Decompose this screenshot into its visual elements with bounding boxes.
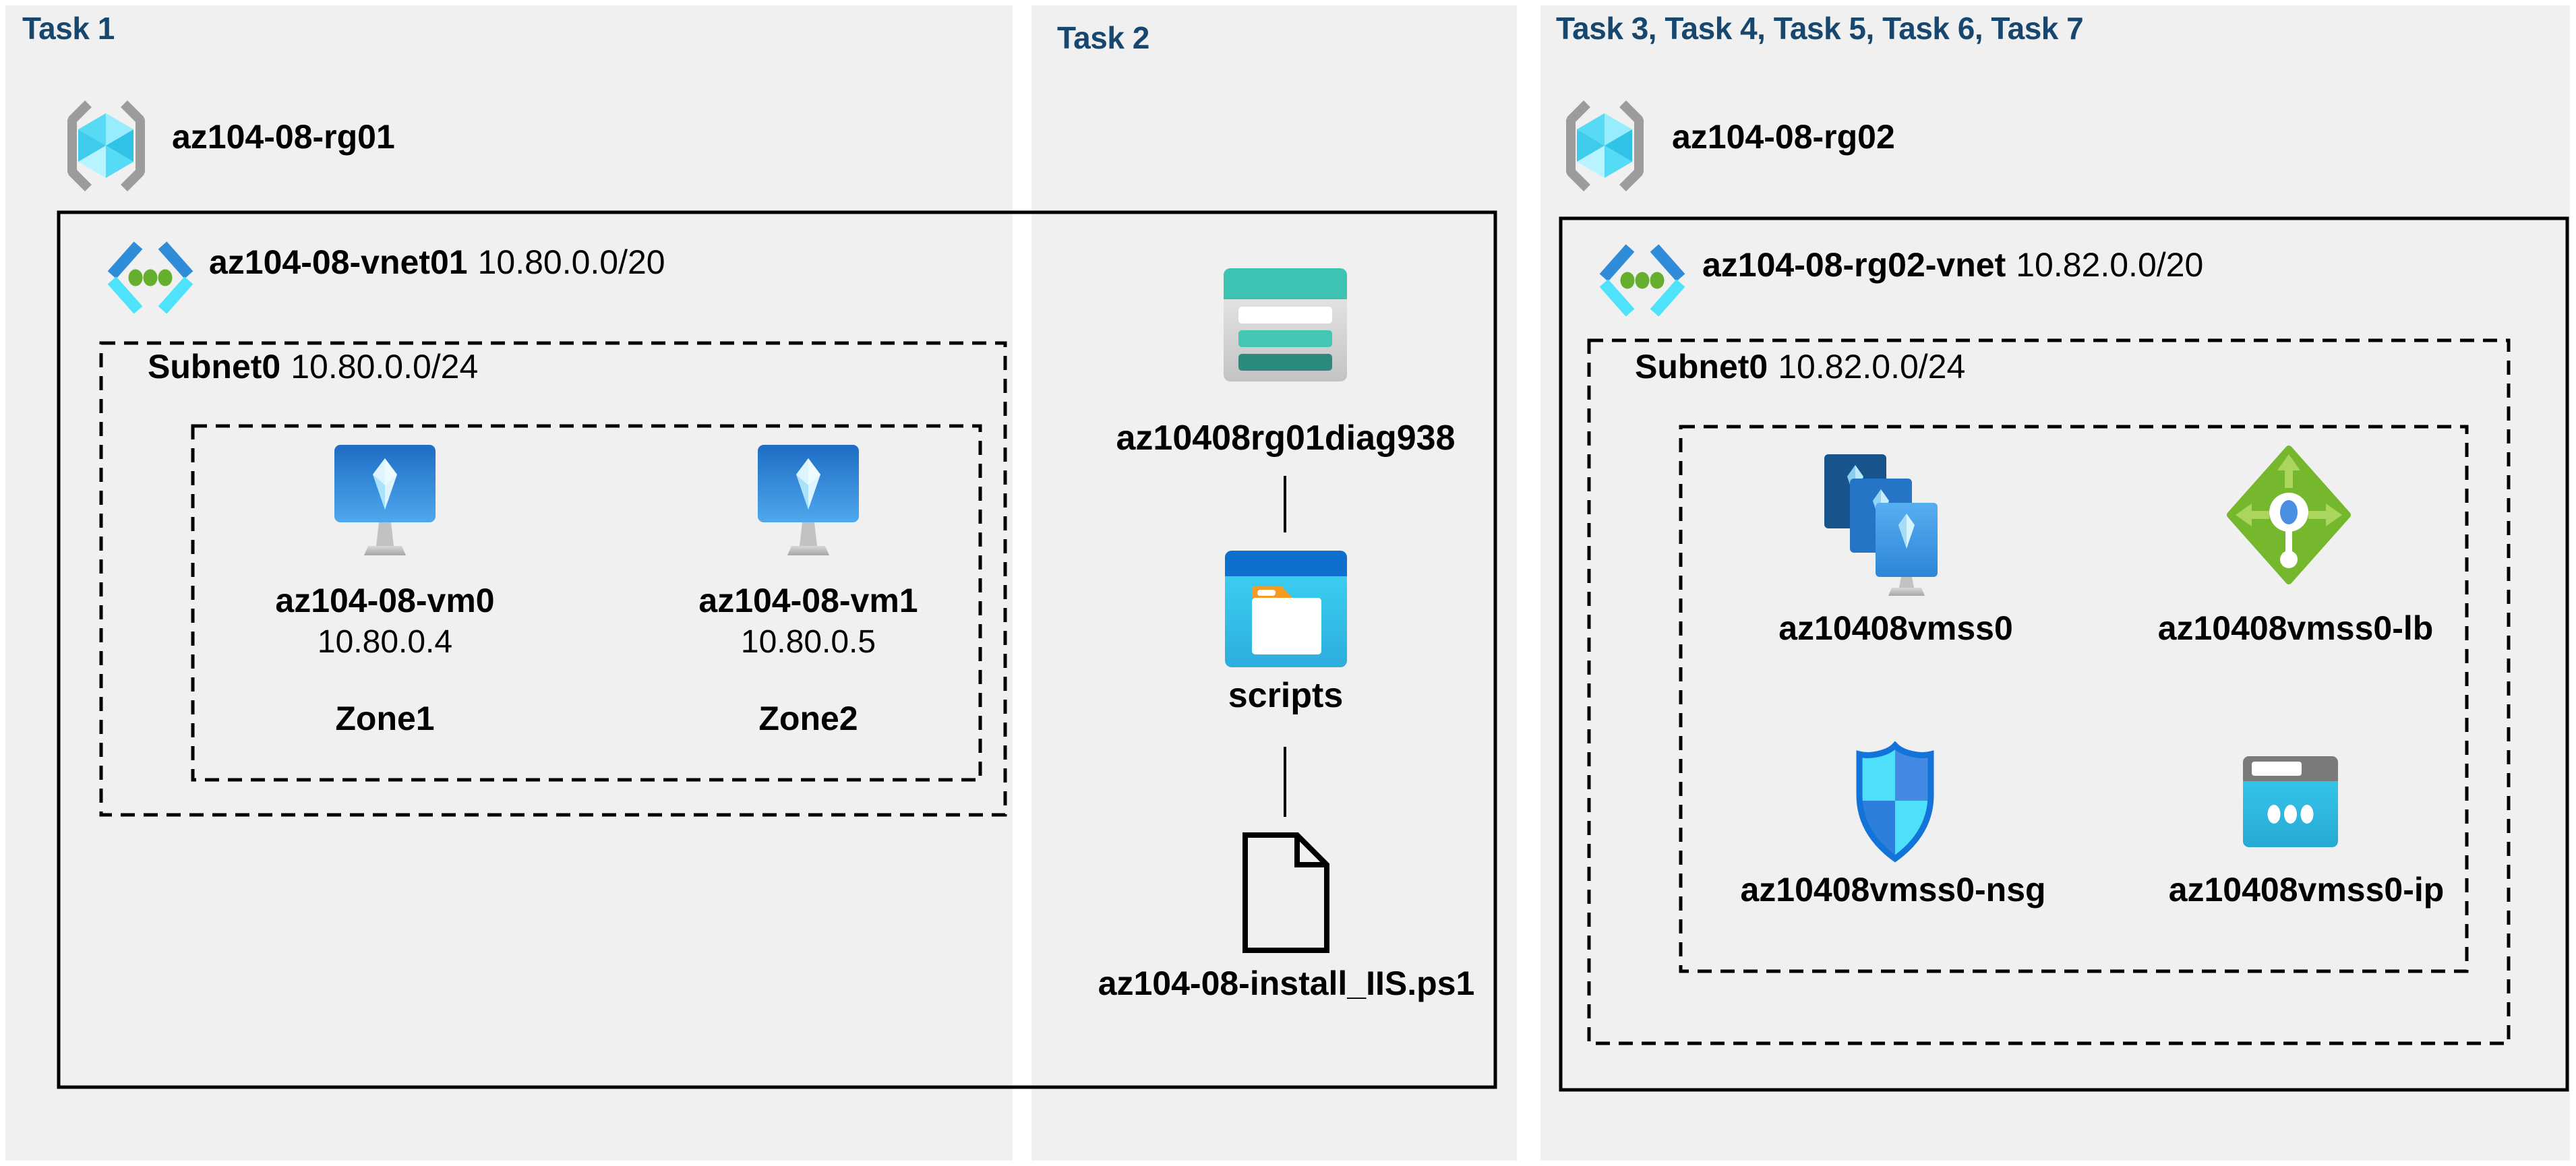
- vm0-name: az104-08-vm0: [275, 582, 495, 619]
- vm-scale-set-icon: [1824, 454, 1938, 596]
- vm0-zone: Zone1: [335, 700, 435, 737]
- resource-group-icon: [67, 100, 145, 191]
- public-ip-name: az10408vmss0-ip: [2168, 871, 2445, 909]
- resource-group-name: az104-08-rg02: [1672, 118, 1895, 156]
- task3-heading: Task 3, Task 4, Task 5, Task 6, Task 7: [1556, 11, 2084, 46]
- task2-heading: Task 2: [1057, 20, 1149, 55]
- subnet-name: Subnet0: [148, 348, 281, 386]
- vm1-name: az104-08-vm1: [698, 582, 918, 619]
- script-file-name: az104-08-install_IIS.ps1: [1098, 964, 1475, 1002]
- public-ip-icon: [2243, 756, 2338, 847]
- vnet-label: az104-08-rg02-vnet 10.82.0.0/20: [1702, 246, 2203, 285]
- nsg-name: az10408vmss0-nsg: [1740, 871, 2046, 909]
- shield-icon: [1856, 741, 1934, 863]
- subnet-label: Subnet0 10.82.0.0/24: [1635, 348, 1965, 387]
- subnet-cidr: 10.80.0.0/24: [291, 348, 479, 386]
- storage-account-name: az10408rg01diag938: [1116, 419, 1456, 458]
- load-balancer-icon: [2227, 446, 2351, 584]
- vnet-name: az104-08-vnet01: [209, 243, 468, 281]
- virtual-machine-icon: [334, 445, 436, 555]
- vm1-zone: Zone2: [758, 700, 858, 737]
- vm0-ip: 10.80.0.4: [317, 624, 453, 660]
- virtual-network-icon: [107, 241, 193, 314]
- task3-panel: [1540, 5, 2570, 1161]
- container-name: scripts: [1228, 676, 1344, 715]
- vnet-name: az104-08-rg02-vnet: [1702, 246, 2006, 284]
- file-icon: [1242, 832, 1329, 953]
- folder-container-icon: [1225, 551, 1347, 667]
- resource-group-icon: [1566, 100, 1644, 191]
- task1-heading: Task 1: [22, 11, 115, 46]
- resource-group-name: az104-08-rg01: [172, 118, 395, 156]
- subnet-cidr: 10.82.0.0/24: [1778, 348, 1966, 386]
- virtual-network-icon: [1599, 244, 1685, 317]
- vnet-cidr: 10.82.0.0/20: [2016, 246, 2204, 284]
- vmss-name: az10408vmss0: [1778, 609, 2013, 647]
- subnet-label: Subnet0 10.80.0.0/24: [148, 348, 478, 387]
- virtual-machine-icon: [758, 445, 859, 555]
- load-balancer-name: az10408vmss0-lb: [2157, 609, 2434, 647]
- vm1-ip: 10.80.0.5: [740, 624, 876, 660]
- storage-account-icon: [1224, 268, 1347, 381]
- subnet-name: Subnet0: [1635, 348, 1768, 386]
- vnet-cidr: 10.80.0.0/20: [477, 243, 665, 281]
